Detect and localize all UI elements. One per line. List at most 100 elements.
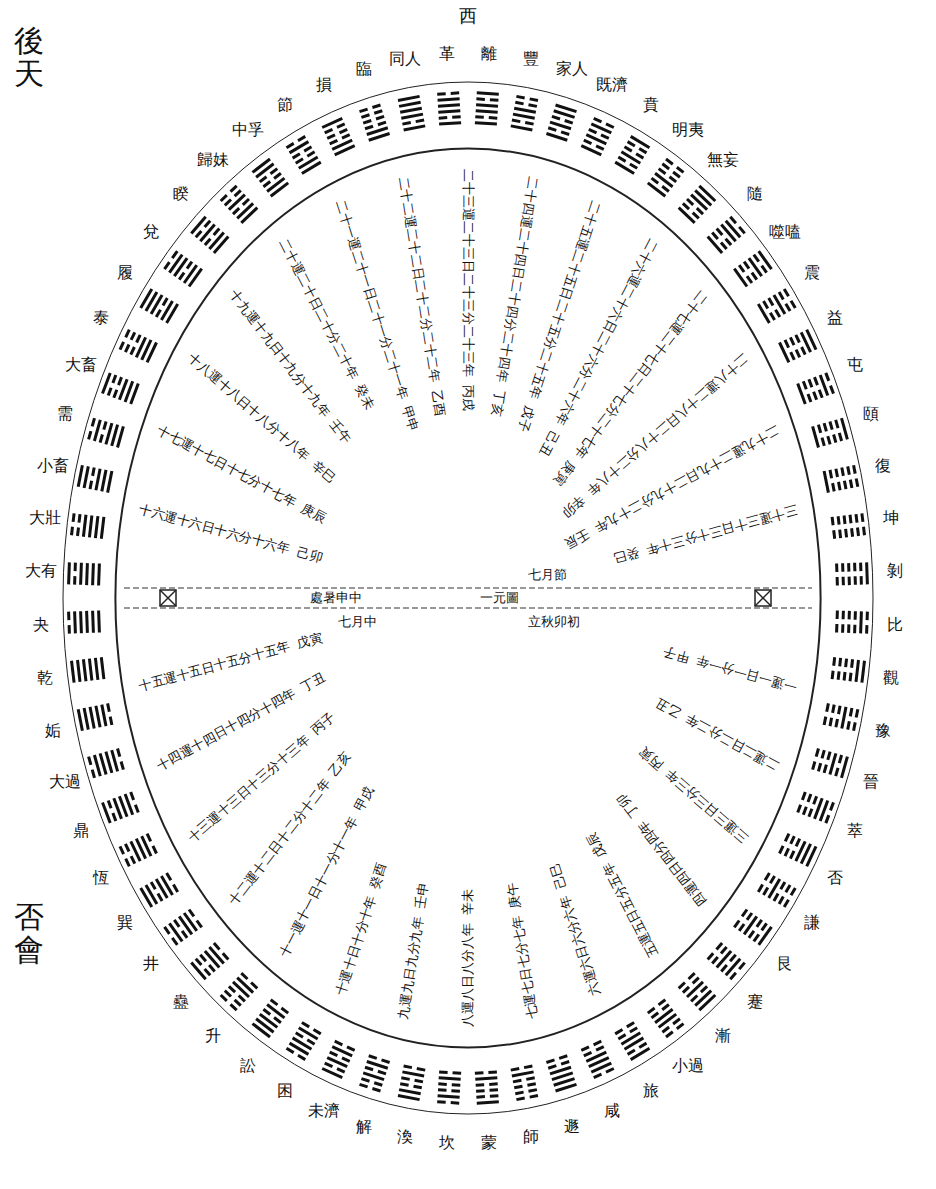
hexagram-line bbox=[172, 251, 177, 258]
hexagram-line bbox=[721, 947, 727, 954]
hexagram-name: 蠱 bbox=[173, 993, 189, 1011]
hexagram-line bbox=[780, 343, 789, 363]
hexagram-line bbox=[475, 115, 484, 119]
hexagram-line bbox=[72, 527, 73, 536]
hexagram-name: 渙 bbox=[397, 1129, 413, 1147]
hexagram-line bbox=[382, 1060, 390, 1063]
hexagram-line bbox=[695, 991, 711, 1006]
hexagram-line bbox=[330, 140, 338, 144]
hexagram-line bbox=[263, 1009, 270, 1014]
hexagram-line bbox=[415, 1080, 423, 1082]
hexagram-line bbox=[677, 1024, 684, 1029]
hexagram-line bbox=[721, 225, 735, 242]
hexagram-line bbox=[78, 528, 79, 537]
hexagram-line bbox=[95, 658, 98, 680]
cycle-entry: 八運八日八分八年 bbox=[460, 923, 476, 1027]
ganzhi: 己卯 bbox=[295, 544, 324, 566]
hexagram-line bbox=[378, 1071, 386, 1074]
hexagram-line bbox=[824, 765, 826, 773]
hexagram-line bbox=[781, 882, 785, 889]
hexagram-line bbox=[67, 612, 70, 621]
hexagram-line bbox=[730, 973, 736, 980]
hexagram-line bbox=[104, 422, 106, 430]
hexagram-line bbox=[836, 469, 838, 477]
hexagram-line bbox=[118, 749, 120, 757]
hexagram-line bbox=[241, 973, 247, 979]
hexagram-line bbox=[89, 659, 92, 681]
hexagram-line bbox=[126, 859, 130, 867]
hexagram-line bbox=[596, 1047, 604, 1051]
hexagram-line bbox=[369, 1056, 377, 1059]
hexagram-line bbox=[838, 516, 839, 524]
hexagram-line bbox=[196, 959, 202, 965]
hexagram-line bbox=[402, 1072, 424, 1076]
ganzhi: 庚寅 bbox=[550, 458, 579, 488]
hexagram-line bbox=[813, 762, 815, 770]
hexagram-line bbox=[399, 1090, 421, 1094]
hexagram-name: 泰 bbox=[93, 309, 109, 327]
hexagram-line bbox=[235, 1000, 241, 1006]
hexagram-line bbox=[752, 273, 757, 280]
hexagram-line bbox=[831, 386, 834, 394]
hexagram-name: 兌 bbox=[143, 223, 159, 241]
hexagram-line bbox=[790, 851, 794, 859]
hexagram-line bbox=[803, 807, 806, 815]
cycle-entry: 三運三日三分三年 bbox=[662, 766, 751, 846]
hexagram-line bbox=[803, 381, 806, 389]
hexagram-line bbox=[721, 965, 727, 971]
hexagram-line bbox=[437, 92, 446, 96]
hexagram-line bbox=[759, 927, 772, 945]
hexagram-line bbox=[721, 243, 727, 250]
hexagram-line bbox=[67, 562, 71, 584]
hexagram-line bbox=[330, 1052, 338, 1056]
cycle-entry: 七運七日七分七年 bbox=[509, 915, 541, 1020]
cycle-entry-group: 十五運十五日十五分十五年戊寅 bbox=[137, 630, 325, 695]
inner-ring bbox=[115, 149, 820, 1048]
hexagram-line bbox=[307, 1040, 314, 1044]
hexagram-line bbox=[836, 768, 838, 776]
hexagram-line bbox=[581, 1047, 589, 1051]
hexagram-line bbox=[662, 1005, 669, 1010]
hexagram-line bbox=[779, 897, 783, 904]
hexagram-line bbox=[511, 126, 533, 130]
cycle-entry-group: 二運二日二分二年乙丑 bbox=[653, 694, 782, 774]
hexagram-line bbox=[302, 162, 321, 173]
hexagram-name: 夬 bbox=[33, 616, 49, 634]
hexagram-line bbox=[726, 959, 740, 976]
hexagram-line bbox=[739, 265, 744, 272]
hexagram-line bbox=[404, 126, 426, 130]
hexagram-line bbox=[197, 921, 202, 928]
hexagram-line bbox=[106, 752, 112, 773]
band-line bbox=[124, 587, 812, 588]
hexagram-line bbox=[839, 706, 841, 714]
hexagram-line bbox=[596, 146, 604, 150]
hexagram-line bbox=[749, 931, 754, 938]
hexagram-line bbox=[511, 1069, 519, 1071]
hexagram-line bbox=[438, 105, 460, 106]
hexagram-line bbox=[594, 1041, 602, 1045]
hexagram-line bbox=[830, 753, 836, 774]
hexagram-name: 否 bbox=[827, 870, 843, 888]
hexagram-line bbox=[842, 611, 845, 620]
band-text: 處暑申中 bbox=[308, 589, 364, 607]
hexagram-line bbox=[233, 208, 239, 214]
hexagram-line bbox=[314, 1030, 321, 1034]
hexagram-line bbox=[402, 123, 410, 125]
hexagram-name: 乾 bbox=[37, 669, 53, 687]
hexagram-line bbox=[546, 134, 567, 141]
hexagram-line bbox=[846, 529, 847, 538]
hexagram-line bbox=[452, 1083, 461, 1087]
hexagram-line bbox=[808, 394, 811, 402]
hexagram-name: 恆 bbox=[93, 870, 109, 888]
hexagram-line bbox=[205, 969, 211, 975]
hexagram-line bbox=[754, 934, 759, 941]
ganzhi: 庚辰 bbox=[299, 501, 329, 527]
hexagram-name: 既濟 bbox=[596, 76, 628, 94]
hexagram-line bbox=[786, 304, 790, 311]
hexagram-line bbox=[625, 147, 632, 151]
hexagram-line bbox=[137, 335, 141, 343]
hexagram-line bbox=[79, 611, 83, 633]
hexagram-name: 大壯 bbox=[29, 509, 61, 527]
hexagram-line bbox=[850, 673, 851, 682]
hexagram-line bbox=[836, 611, 839, 620]
